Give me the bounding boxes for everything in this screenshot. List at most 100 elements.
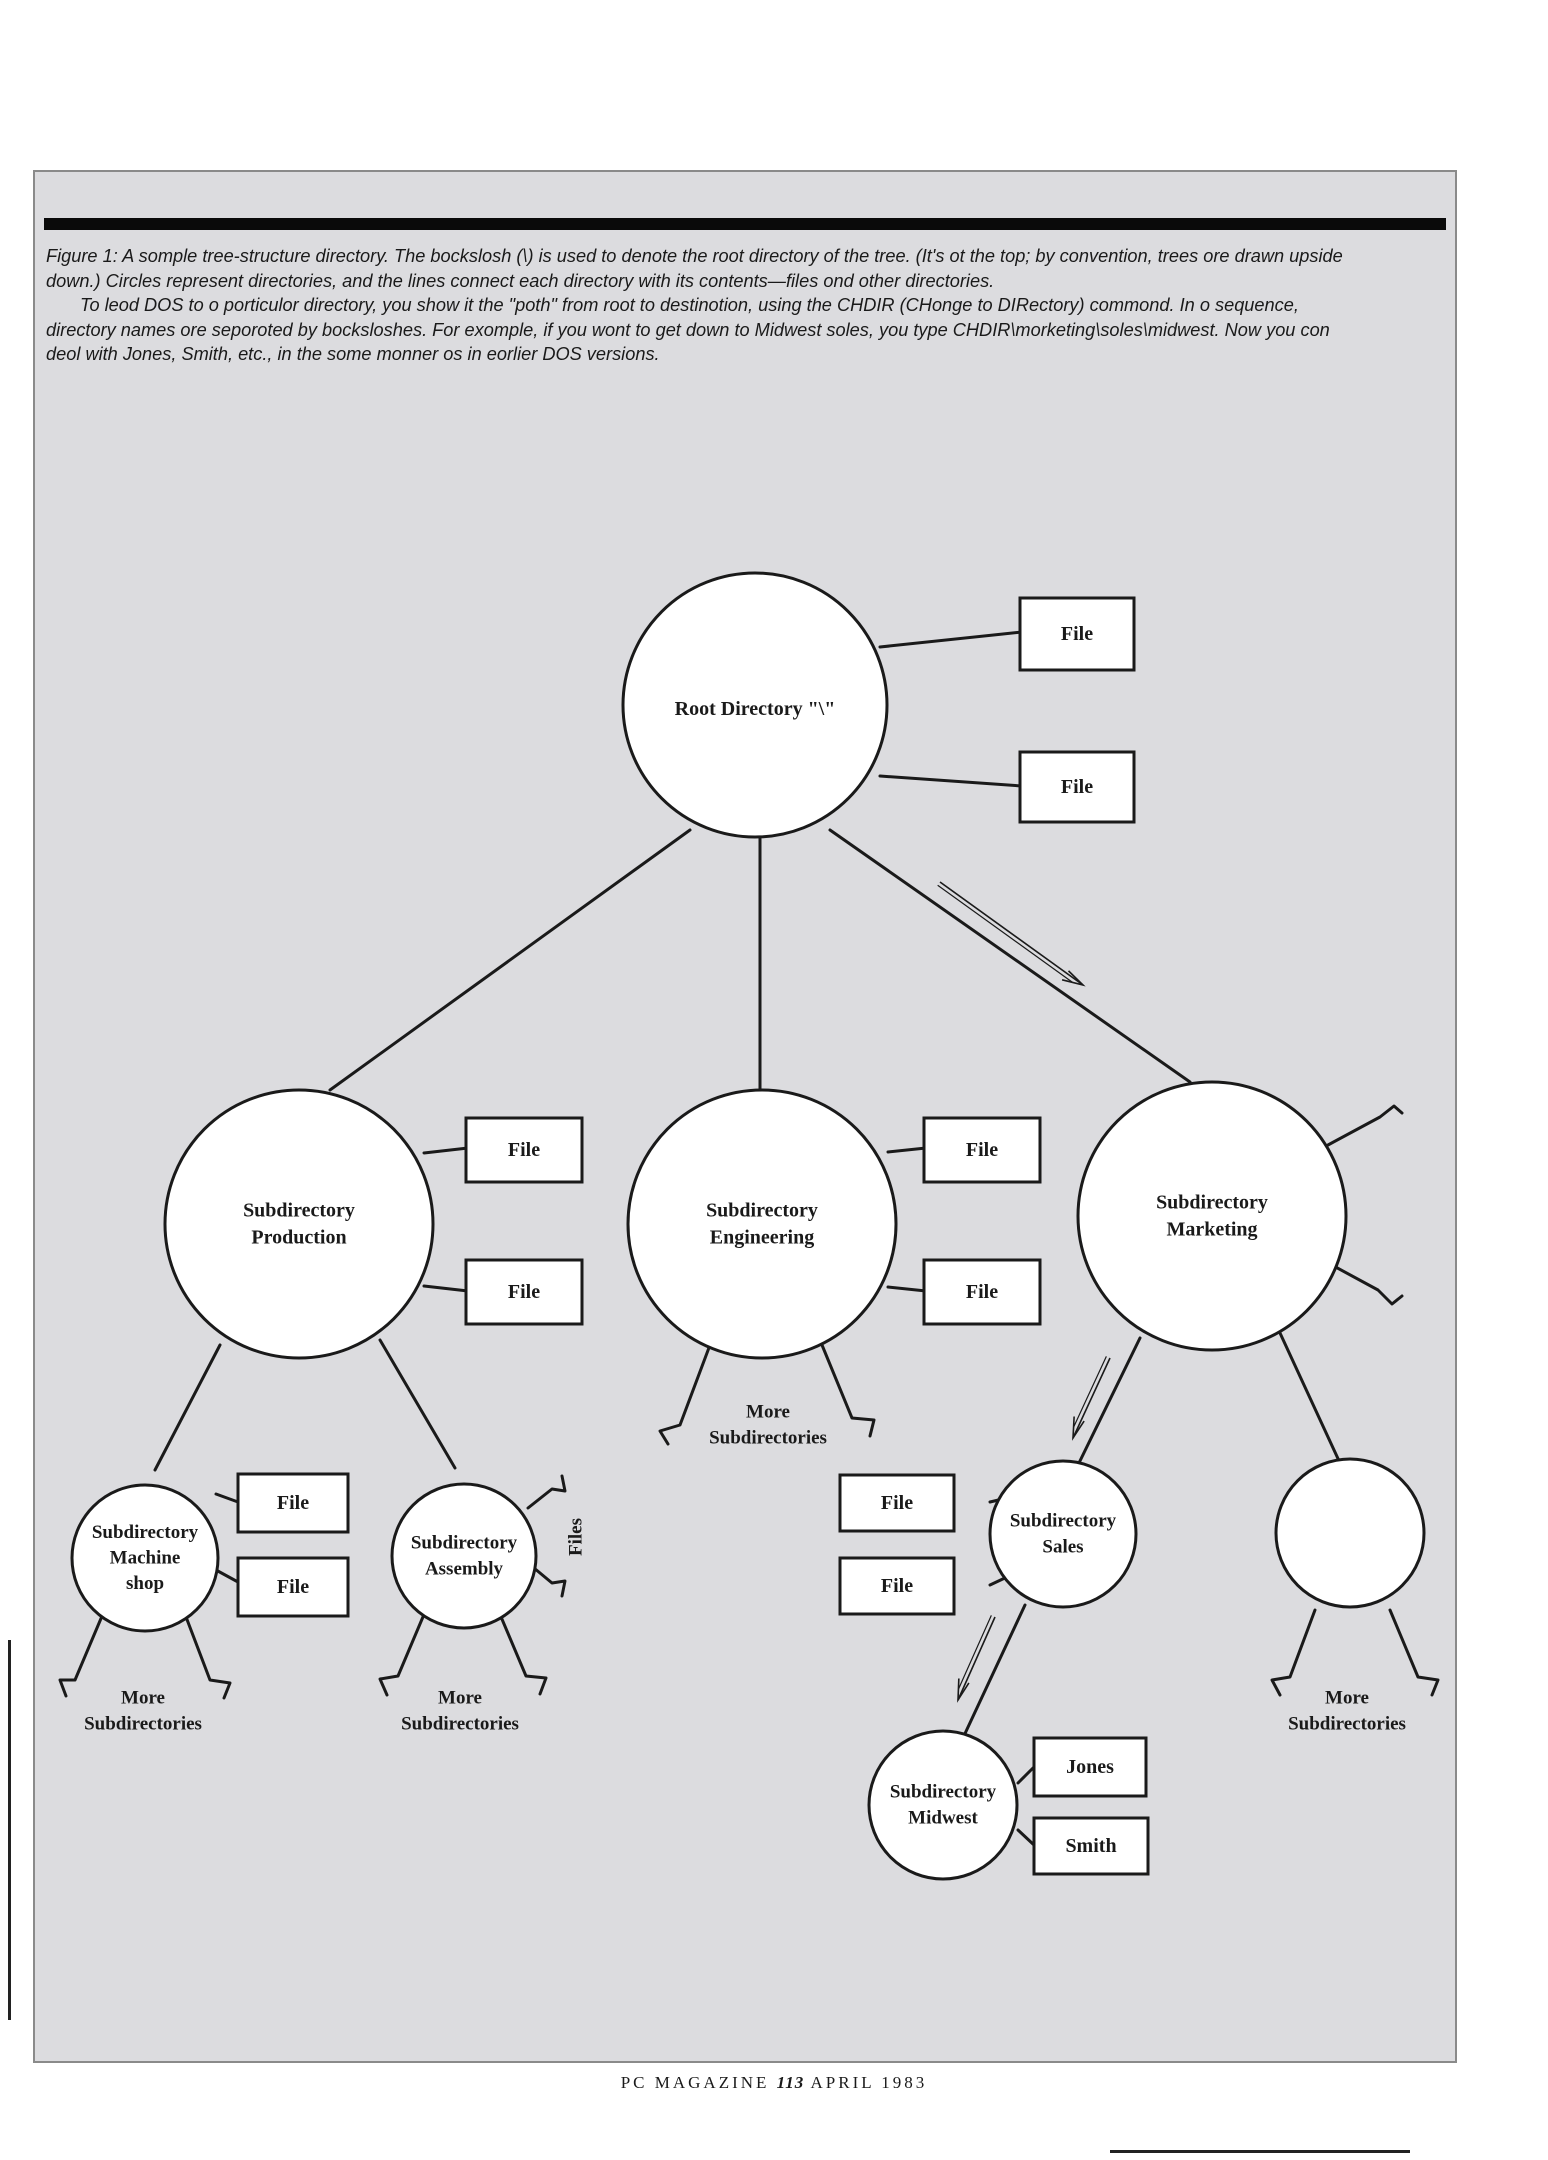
- edge-production-assembly: [378, 1338, 457, 1470]
- file-box-prod-file-1: [464, 1116, 584, 1184]
- file-box-machine-file-2: [236, 1556, 350, 1618]
- footer-magazine: PC MAGAZINE: [620, 2073, 770, 2092]
- directory-label-root: Root Directory "\": [675, 698, 836, 720]
- edge-root-production: [328, 828, 692, 1092]
- stub-unnamed-more-right: [1388, 1608, 1440, 1697]
- file-box-label-midwest-smith: Smith: [1065, 1835, 1116, 1857]
- stub-engineering-more-right: [820, 1343, 876, 1438]
- directory-label-midwest: Midwest: [908, 1807, 978, 1828]
- file-box-label-root-file-1: File: [1061, 623, 1093, 645]
- file-box-label-prod-file-2: File: [508, 1281, 540, 1303]
- edge-midwest-jones: [1016, 1765, 1036, 1785]
- directory-label-marketing: Subdirectory: [1156, 1192, 1268, 1214]
- note-unnamed-more: More: [1325, 1688, 1369, 1709]
- figure-caption: Figure 1: A somple tree-structure direct…: [46, 244, 1366, 367]
- stub-assembly-files-bottom: [526, 1561, 567, 1598]
- file-box-sales-file-1: [838, 1473, 956, 1533]
- file-box-eng-file-2: [922, 1258, 1042, 1326]
- file-box-label-eng-file-2: File: [966, 1281, 998, 1303]
- caption-paragraph-1: Figure 1: A somple tree-structure direct…: [46, 246, 1343, 291]
- bottom-rule: [1110, 2150, 1410, 2153]
- edge-engineering-file-1: [886, 1146, 928, 1154]
- note-eng-more: More: [746, 1402, 790, 1423]
- caption-paragraph-2: To leod DOS to o porticulor directory, y…: [46, 295, 1330, 364]
- edge-production-file-2: [422, 1284, 470, 1293]
- stub-marketing-upper: [1326, 1104, 1404, 1147]
- file-box-midwest-smith: [1032, 1816, 1150, 1876]
- edge-root-file-1: [878, 630, 1024, 649]
- stub-machine-more-left: [58, 1607, 107, 1698]
- directory-label-sales: Subdirectory: [1010, 1511, 1117, 1532]
- directory-label-midwest: Subdirectory: [890, 1782, 997, 1803]
- page-footer: PC MAGAZINE 113 APRIL 1983: [0, 2073, 1548, 2093]
- edge-machine-file-1: [214, 1492, 240, 1504]
- edge-sales-midwest: [960, 1603, 1027, 1742]
- directory-circle-unnamed: [1274, 1457, 1426, 1609]
- edge-production-file-1: [422, 1146, 470, 1155]
- directory-circle-machine: [70, 1483, 220, 1633]
- footer-date: APRIL 1983: [810, 2073, 928, 2092]
- file-box-label-sales-file-2: File: [881, 1575, 913, 1597]
- directory-circle-production: [163, 1088, 435, 1360]
- file-box-label-root-file-2: File: [1061, 776, 1093, 798]
- edge-marketing-sales: [1076, 1336, 1142, 1467]
- stub-marketing-lower: [1328, 1262, 1404, 1306]
- figure-top-rule: [44, 218, 1446, 230]
- edge-midwest-smith: [1016, 1828, 1036, 1847]
- directory-circle-engineering: [626, 1088, 898, 1360]
- directory-label-production: Subdirectory: [243, 1200, 355, 1222]
- stub-assembly-files-top: [526, 1474, 567, 1510]
- edge-root-marketing: [828, 828, 1192, 1084]
- directory-label-marketing: Marketing: [1166, 1219, 1257, 1241]
- directory-label-assembly: Subdirectory: [411, 1533, 518, 1554]
- stub-assembly-more-right: [494, 1603, 548, 1696]
- file-box-label-sales-file-1: File: [881, 1492, 913, 1514]
- note-assembly-more: Subdirectories: [401, 1714, 519, 1735]
- note-machine-more: More: [121, 1688, 165, 1709]
- directory-label-engineering: Subdirectory: [706, 1200, 818, 1222]
- directory-label-production: Production: [251, 1227, 346, 1249]
- note-unnamed-more: Subdirectories: [1288, 1714, 1406, 1735]
- file-box-label-machine-file-2: File: [277, 1576, 309, 1598]
- directory-label-machine: shop: [126, 1573, 164, 1594]
- directory-label-machine: Machine: [110, 1548, 181, 1569]
- edge-machine-file-2: [214, 1568, 240, 1584]
- edge-root-file-2: [878, 774, 1024, 788]
- directory-label-sales: Sales: [1042, 1536, 1083, 1557]
- note-eng-more: Subdirectories: [709, 1428, 827, 1449]
- stub-machine-more-right: [181, 1607, 232, 1700]
- file-box-midwest-jones: [1032, 1736, 1148, 1798]
- path-arrow-marketing-sales: [1072, 1356, 1111, 1441]
- stub-assembly-more-left: [378, 1603, 430, 1697]
- edge-production-machine: [153, 1343, 222, 1472]
- file-box-label-machine-file-1: File: [277, 1492, 309, 1514]
- directory-circle-assembly: [390, 1482, 538, 1630]
- edge-engineering-file-2: [886, 1285, 928, 1293]
- file-box-eng-file-1: [922, 1116, 1042, 1184]
- file-box-prod-file-2: [464, 1258, 584, 1326]
- directory-circle-midwest: [867, 1729, 1019, 1881]
- directory-label-assembly: Assembly: [425, 1558, 504, 1579]
- edge-marketing-unnamed: [1278, 1331, 1342, 1465]
- note-assembly-files: Files: [566, 1518, 587, 1556]
- file-box-sales-file-2: [838, 1556, 956, 1616]
- note-assembly-more: More: [438, 1688, 482, 1709]
- directory-label-engineering: Engineering: [710, 1227, 814, 1249]
- stub-engineering-more-left: [658, 1343, 712, 1446]
- file-box-label-eng-file-1: File: [966, 1139, 998, 1161]
- file-box-machine-file-1: [236, 1472, 350, 1534]
- file-box-label-midwest-jones: Jones: [1066, 1756, 1114, 1778]
- file-box-root-file-2: [1018, 750, 1136, 824]
- footer-page-number: 113: [776, 2073, 805, 2092]
- directory-circle-sales: [988, 1459, 1138, 1609]
- directory-circle-marketing: [1076, 1080, 1348, 1352]
- path-arrow-root-marketing: [937, 881, 1086, 987]
- left-edge-mark: [8, 1640, 11, 2020]
- path-arrow-sales-midwest: [957, 1615, 996, 1703]
- directory-label-machine: Subdirectory: [92, 1522, 199, 1543]
- directory-circle-root: [621, 571, 889, 839]
- stub-unnamed-more-left: [1270, 1608, 1317, 1697]
- note-machine-more: Subdirectories: [84, 1714, 202, 1735]
- file-box-root-file-1: [1018, 596, 1136, 672]
